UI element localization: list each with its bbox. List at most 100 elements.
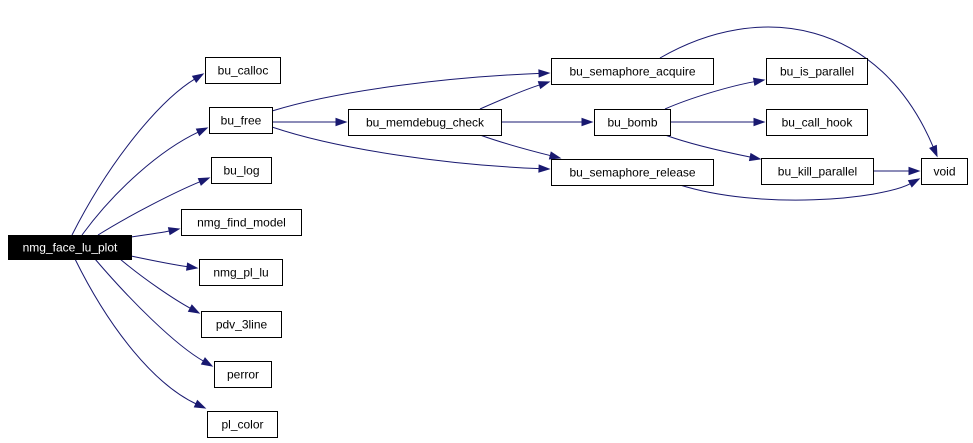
node-nmg-find-model[interactable]: nmg_find_model: [181, 209, 302, 236]
node-box: [199, 259, 283, 286]
edge-nmg-face-lu-plot-to-nmg-pl-lu: [130, 255, 199, 271]
edge-bu-bomb-to-bu-is-parallel-line: [664, 81, 756, 110]
node-label: bu_log: [223, 164, 259, 178]
edge-nmg-face-lu-plot-to-nmg-find-model-arrowhead: [167, 227, 181, 236]
edge-bu-kill-parallel-to-void: [872, 166, 921, 176]
node-label: pdv_3line: [216, 318, 268, 332]
node-perror[interactable]: perror: [214, 361, 272, 388]
node-bu-call-hook[interactable]: bu_call_hook: [766, 109, 868, 136]
node-label: bu_semaphore_release: [569, 166, 695, 180]
node-bu-is-parallel[interactable]: bu_is_parallel: [766, 58, 868, 85]
node-bu-log[interactable]: bu_log: [211, 157, 272, 184]
node-pdv-3line[interactable]: pdv_3line: [201, 311, 282, 338]
edge-bu-kill-parallel-to-void-arrowhead: [908, 166, 921, 176]
edge-nmg-face-lu-plot-to-bu-calloc: [71, 73, 205, 236]
edge-bu-semaphore-acquire-to-void-line: [659, 26, 934, 148]
node-label: pl_color: [221, 418, 263, 432]
node-label: bu_free: [221, 114, 262, 128]
node-box: [214, 361, 272, 388]
edge-nmg-face-lu-plot-to-nmg-pl-lu-line: [130, 255, 189, 268]
node-label: nmg_find_model: [197, 216, 286, 230]
node-box: [209, 107, 273, 134]
node-bu-bomb[interactable]: bu_bomb: [594, 109, 671, 136]
edge-bu-semaphore-release-to-void-line: [679, 182, 912, 201]
node-box: [181, 209, 302, 236]
node-box: [207, 411, 278, 438]
node-label: perror: [227, 368, 259, 382]
edge-bu-free-to-bu-semaphore-acquire-arrowhead: [538, 69, 551, 78]
node-bu-memdebug-check[interactable]: bu_memdebug_check: [348, 109, 502, 136]
node-nmg-pl-lu[interactable]: nmg_pl_lu: [199, 259, 283, 286]
node-label: bu_semaphore_acquire: [569, 65, 695, 79]
node-box: [921, 158, 968, 185]
edge-nmg-face-lu-plot-to-nmg-find-model: [130, 227, 181, 238]
edge-nmg-face-lu-plot-to-pdv-3line: [119, 258, 201, 314]
node-label: bu_is_parallel: [780, 65, 854, 79]
edge-nmg-face-lu-plot-to-pl-color-arrowhead: [193, 399, 207, 409]
edge-bu-bomb-to-bu-is-parallel-arrowhead: [752, 77, 766, 86]
edge-nmg-face-lu-plot-to-bu-free-arrowhead: [195, 127, 209, 137]
edge-bu-semaphore-acquire-to-void-arrowhead: [929, 144, 938, 158]
node-label: bu_kill_parallel: [778, 165, 857, 179]
node-label: nmg_face_lu_plot: [23, 241, 118, 255]
edge-bu-bomb-to-bu-call-hook-arrowhead: [753, 117, 766, 127]
edge-bu-bomb-to-bu-kill-parallel: [664, 134, 762, 162]
edge-bu-bomb-to-bu-kill-parallel-arrowhead: [748, 152, 762, 162]
edge-nmg-face-lu-plot-to-pdv-3line-arrowhead: [187, 304, 201, 314]
edge-bu-semaphore-release-to-void-arrowhead: [907, 178, 921, 188]
edge-nmg-face-lu-plot-to-pdv-3line-line: [119, 258, 192, 310]
node-void[interactable]: void: [921, 158, 968, 185]
edge-nmg-face-lu-plot-to-bu-log: [97, 177, 211, 236]
edge-bu-semaphore-acquire-to-void: [659, 26, 938, 158]
edge-nmg-face-lu-plot-to-perror-line: [94, 258, 205, 362]
node-box: [201, 311, 282, 338]
edge-nmg-face-lu-plot-to-bu-calloc-line: [71, 78, 196, 236]
edge-nmg-face-lu-plot-to-nmg-find-model-line: [130, 230, 171, 238]
node-label: bu_call_hook: [782, 116, 854, 130]
edges-layer: [71, 26, 938, 409]
node-bu-kill-parallel[interactable]: bu_kill_parallel: [761, 158, 874, 185]
node-label: bu_memdebug_check: [366, 116, 485, 130]
node-box: [8, 235, 132, 260]
node-box: [551, 58, 714, 85]
edge-bu-bomb-to-bu-kill-parallel-line: [664, 134, 752, 158]
edge-nmg-face-lu-plot-to-bu-calloc-arrowhead: [191, 73, 205, 84]
edge-nmg-face-lu-plot-to-bu-log-arrowhead: [197, 177, 211, 186]
node-box: [766, 58, 868, 85]
edge-bu-memdebug-check-to-bu-semaphore-release-line: [479, 134, 552, 157]
edge-nmg-face-lu-plot-to-bu-free: [81, 127, 209, 236]
node-label: nmg_pl_lu: [213, 266, 268, 280]
node-label: bu_bomb: [607, 116, 657, 130]
node-label: bu_calloc: [218, 64, 269, 78]
node-bu-free[interactable]: bu_free: [209, 107, 273, 134]
edge-bu-free-to-bu-semaphore-acquire: [271, 69, 551, 112]
node-bu-calloc[interactable]: bu_calloc: [205, 57, 281, 84]
node-box: [205, 57, 281, 84]
edge-bu-free-to-bu-semaphore-release-line: [271, 126, 541, 170]
node-box: [766, 109, 868, 136]
edge-bu-memdebug-check-to-bu-semaphore-release-arrowhead: [548, 151, 562, 160]
node-box: [761, 158, 874, 185]
node-box: [348, 109, 502, 136]
node-box: [211, 157, 272, 184]
edge-nmg-face-lu-plot-to-pl-color-line: [74, 258, 198, 405]
edge-bu-free-to-bu-memdebug-check: [272, 117, 348, 127]
edge-bu-bomb-to-bu-call-hook: [670, 117, 766, 127]
edge-bu-bomb-to-bu-is-parallel: [664, 77, 766, 110]
edge-bu-memdebug-check-to-bu-bomb-arrowhead: [581, 117, 594, 127]
edge-bu-memdebug-check-to-bu-semaphore-acquire: [479, 81, 551, 110]
edge-bu-memdebug-check-to-bu-semaphore-release: [479, 134, 562, 160]
edge-bu-memdebug-check-to-bu-semaphore-acquire-line: [479, 84, 541, 110]
edge-nmg-face-lu-plot-to-perror-arrowhead: [200, 357, 214, 367]
node-nmg-face-lu-plot[interactable]: nmg_face_lu_plot: [8, 235, 132, 260]
node-bu-semaphore-release[interactable]: bu_semaphore_release: [551, 159, 714, 186]
edge-nmg-face-lu-plot-to-nmg-pl-lu-arrowhead: [186, 262, 199, 271]
edge-nmg-face-lu-plot-to-bu-free-line: [81, 131, 200, 236]
node-bu-semaphore-acquire[interactable]: bu_semaphore_acquire: [551, 58, 714, 85]
edge-bu-memdebug-check-to-bu-bomb: [501, 117, 594, 127]
node-pl-color[interactable]: pl_color: [207, 411, 278, 438]
node-box: [551, 159, 714, 186]
nodes-layer: nmg_face_lu_plot bu_calloc bu_free bu_lognm…: [8, 57, 968, 438]
edge-bu-free-to-bu-semaphore-acquire-line: [271, 72, 541, 112]
